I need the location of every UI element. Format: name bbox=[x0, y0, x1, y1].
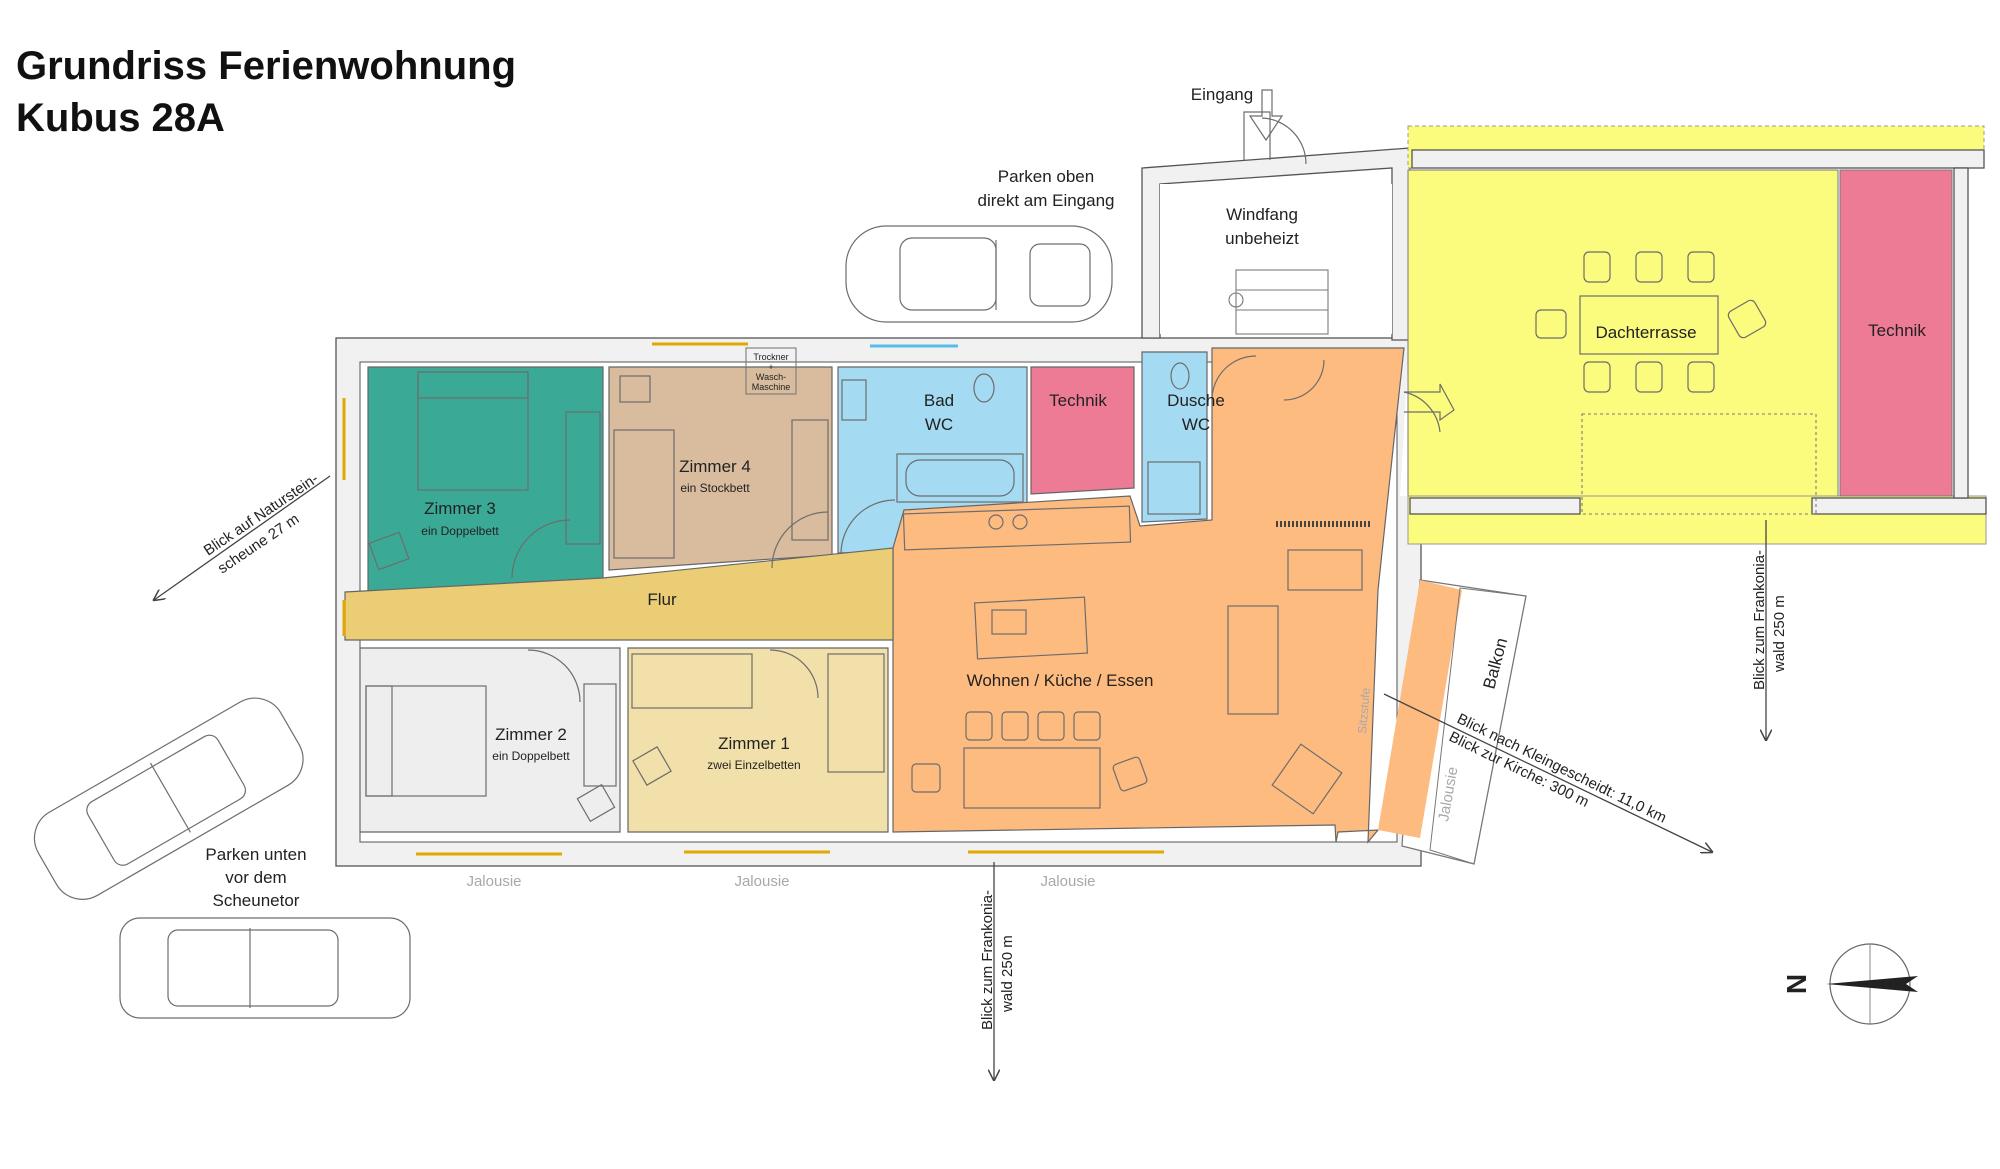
room-zimmer-3[interactable] bbox=[367, 366, 604, 593]
room-wohnen-kueche-essen[interactable] bbox=[892, 347, 1405, 844]
label-windfang-sub: unbeheizt bbox=[1225, 229, 1299, 248]
furniture bbox=[365, 347, 1372, 823]
room-dachterrasse[interactable] bbox=[1407, 169, 1839, 521]
label-jalousie-1: Jalousie bbox=[466, 873, 521, 890]
label-bad: Bad bbox=[924, 391, 954, 410]
label-parken-oben-2: direkt am Eingang bbox=[977, 191, 1114, 210]
label-zimmer-2: Zimmer 2 bbox=[495, 725, 567, 744]
room-labels: Zimmer 3 ein Doppelbett Zimmer 4 ein Sto… bbox=[421, 205, 1926, 772]
plan-title-line1: Grundriss Ferienwohnung bbox=[16, 44, 517, 88]
label-zimmer-2-sub: ein Doppelbett bbox=[492, 749, 570, 763]
dachterrasse-area bbox=[1400, 125, 1987, 545]
compass: N bbox=[1781, 943, 1918, 1025]
label-zimmer-3: Zimmer 3 bbox=[424, 499, 496, 518]
label-blick-frankonia-unten-1: Blick zum Frankonia- bbox=[979, 890, 996, 1030]
label-trockner-4: Maschine bbox=[752, 382, 791, 392]
compass-north-label: N bbox=[1781, 974, 1812, 994]
label-trockner-2: + bbox=[768, 362, 773, 372]
plan-title-line2: Kubus 28A bbox=[16, 96, 225, 140]
room-technik-1[interactable] bbox=[1030, 366, 1135, 495]
room-zimmer-1[interactable] bbox=[627, 647, 889, 833]
label-technik-1: Technik bbox=[1049, 391, 1107, 410]
jalousie-labels: Jalousie Jalousie Jalousie Jalousie bbox=[466, 766, 1461, 890]
entrance: Eingang bbox=[1191, 85, 1284, 142]
car-top bbox=[845, 225, 1113, 323]
label-blick-frankonia-unten-2: wald 250 m bbox=[999, 935, 1016, 1013]
label-dusche: Dusche bbox=[1167, 391, 1225, 410]
label-zimmer-1: Zimmer 1 bbox=[718, 734, 790, 753]
label-trockner-1: Trockner bbox=[753, 352, 788, 362]
label-blick-frankonia-rechts-2: wald 250 m bbox=[1771, 595, 1788, 673]
label-parken-unten-3: Scheunetor bbox=[213, 891, 300, 910]
car-bottom bbox=[119, 917, 411, 1019]
label-wohnen: Wohnen / Küche / Essen bbox=[967, 671, 1154, 690]
balkon bbox=[1378, 579, 1527, 865]
room-technik-2[interactable] bbox=[1839, 169, 1953, 497]
label-flur: Flur bbox=[647, 590, 677, 609]
label-windfang: Windfang bbox=[1226, 205, 1298, 224]
label-zimmer-4: Zimmer 4 bbox=[679, 457, 751, 476]
room-dusche-wc[interactable] bbox=[1141, 351, 1208, 523]
label-technik-2: Technik bbox=[1868, 321, 1926, 340]
label-dachterrasse: Dachterrasse bbox=[1595, 323, 1696, 342]
room-zimmer-2[interactable] bbox=[359, 647, 621, 833]
label-jalousie-3: Jalousie bbox=[1040, 873, 1095, 890]
label-zimmer-3-sub: ein Doppelbett bbox=[421, 524, 499, 538]
windfang bbox=[1141, 111, 1411, 341]
label-zimmer-1-sub: zwei Einzelbetten bbox=[707, 758, 800, 772]
label-blick-frankonia-rechts-1: Blick zum Frankonia- bbox=[1751, 550, 1768, 690]
label-parken-unten-2: vor dem bbox=[225, 868, 286, 887]
label-parken-oben-1: Parken oben bbox=[998, 167, 1094, 186]
label-jalousie-2: Jalousie bbox=[734, 873, 789, 890]
label-trockner-3: Wasch- bbox=[756, 372, 786, 382]
label-eingang: Eingang bbox=[1191, 85, 1253, 104]
compass-needle-icon bbox=[1826, 976, 1918, 992]
rooms bbox=[344, 347, 1405, 844]
label-parken-unten-1: Parken unten bbox=[205, 845, 306, 864]
label-bad-wc: WC bbox=[925, 415, 953, 434]
car-left-diagonal bbox=[33, 697, 304, 900]
label-zimmer-4-sub: ein Stockbett bbox=[680, 481, 750, 495]
label-sitzstufe: Sitzstufe bbox=[1355, 687, 1373, 734]
label-dusche-wc: WC bbox=[1182, 415, 1210, 434]
